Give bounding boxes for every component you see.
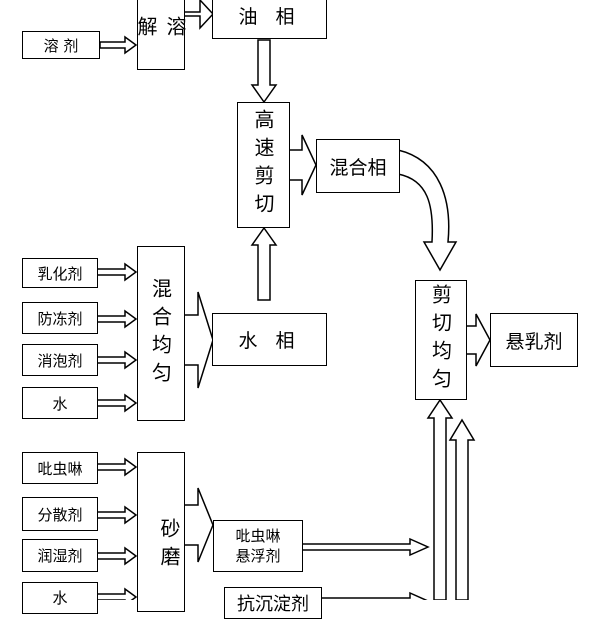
label-suspoemulsion: 悬乳剂 [505, 330, 563, 353]
arrow-antifreeze-mix [96, 309, 138, 329]
label-antifreeze: 防冻剂 [37, 309, 83, 328]
box-water-2: 水 [22, 582, 98, 614]
box-high-speed-shear: 高速剪切 [237, 102, 290, 228]
arrow-dispersant-sand [96, 505, 138, 525]
arrow-up-right [448, 418, 476, 600]
box-mixed-phase: 混合相 [316, 139, 400, 193]
arrow-imidacloprid-sand [96, 457, 138, 477]
box-dissolve: 溶 解 [134, 0, 187, 70]
box-suspoemulsion: 悬乳剂 [490, 313, 578, 367]
label-imidacloprid-suspension: 吡虫啉 悬浮剂 [235, 527, 281, 565]
label-anti-settling: 抗沉淀剂 [237, 594, 309, 615]
box-antifreeze: 防冻剂 [22, 302, 98, 334]
flowchart-arrows [96, 0, 491, 600]
arrow-water-shear [250, 226, 278, 301]
arrow-wetting-sand [96, 546, 138, 566]
label-wetting-agent: 润湿剂 [37, 547, 83, 565]
label-sand-grinding: 砂磨 [157, 518, 181, 574]
label-imidacloprid: 吡虫啉 [37, 459, 83, 478]
arrow-mixed-shearuniform [397, 149, 458, 272]
arrow-water2-sand [96, 587, 138, 600]
box-water-phase: 水 相 [212, 313, 327, 366]
label-mix-uniform: 混合均匀 [148, 277, 173, 390]
label-shear-uniform: 剪切均匀 [428, 284, 453, 396]
label-mixed-phase: 混合相 [329, 156, 387, 179]
label-water-2: 水 [52, 589, 68, 607]
box-imidacloprid-suspension: 吡虫啉 悬浮剂 [213, 520, 303, 572]
label-emulsifier: 乳化剂 [37, 264, 83, 283]
arrow-shearuniform-suspo [464, 313, 491, 367]
box-mix-uniform: 混合均匀 [137, 246, 185, 421]
arrow-sand-suspension [183, 487, 214, 563]
label-defoamer: 消泡剂 [37, 351, 83, 370]
box-sand-grinding: 砂磨 [137, 452, 185, 612]
arrow-emulsifier-mix [96, 262, 138, 282]
arrow-defoamer-mix [96, 350, 138, 370]
arrow-antisettling-right [319, 591, 428, 600]
arrow-mix-water [183, 291, 214, 389]
box-anti-settling: 抗沉淀剂 [224, 587, 322, 619]
label-high-speed-shear: 高速剪切 [251, 109, 275, 221]
box-shear-uniform: 剪切均匀 [415, 280, 467, 400]
arrow-dissolve-oil [183, 0, 215, 30]
box-imidacloprid: 吡虫啉 [22, 452, 98, 484]
arrow-water1-mix [96, 393, 138, 413]
box-oil-phase: 油 相 [212, 0, 327, 39]
box-solvent: 溶 剂 [22, 31, 100, 59]
label-water-phase: 水 相 [238, 330, 301, 352]
arrow-solvent-dissolve [99, 35, 138, 55]
arrow-suspension-right [299, 537, 430, 557]
label-dispersant: 分散剂 [37, 505, 83, 524]
box-water-1: 水 [22, 387, 98, 419]
label-solvent: 溶 剂 [43, 36, 79, 55]
box-wetting-agent: 润湿剂 [22, 539, 98, 572]
box-emulsifier: 乳化剂 [22, 258, 98, 288]
box-defoamer: 消泡剂 [22, 344, 98, 376]
label-oil-phase: 油 相 [238, 6, 301, 28]
arrow-shear-mixed [288, 134, 317, 196]
label-dissolve: 溶 解 [134, 16, 187, 44]
arrow-up-left [426, 398, 454, 600]
label-water-1: 水 [52, 394, 68, 413]
box-dispersant: 分散剂 [22, 497, 98, 531]
arrow-oil-shear [250, 39, 278, 104]
